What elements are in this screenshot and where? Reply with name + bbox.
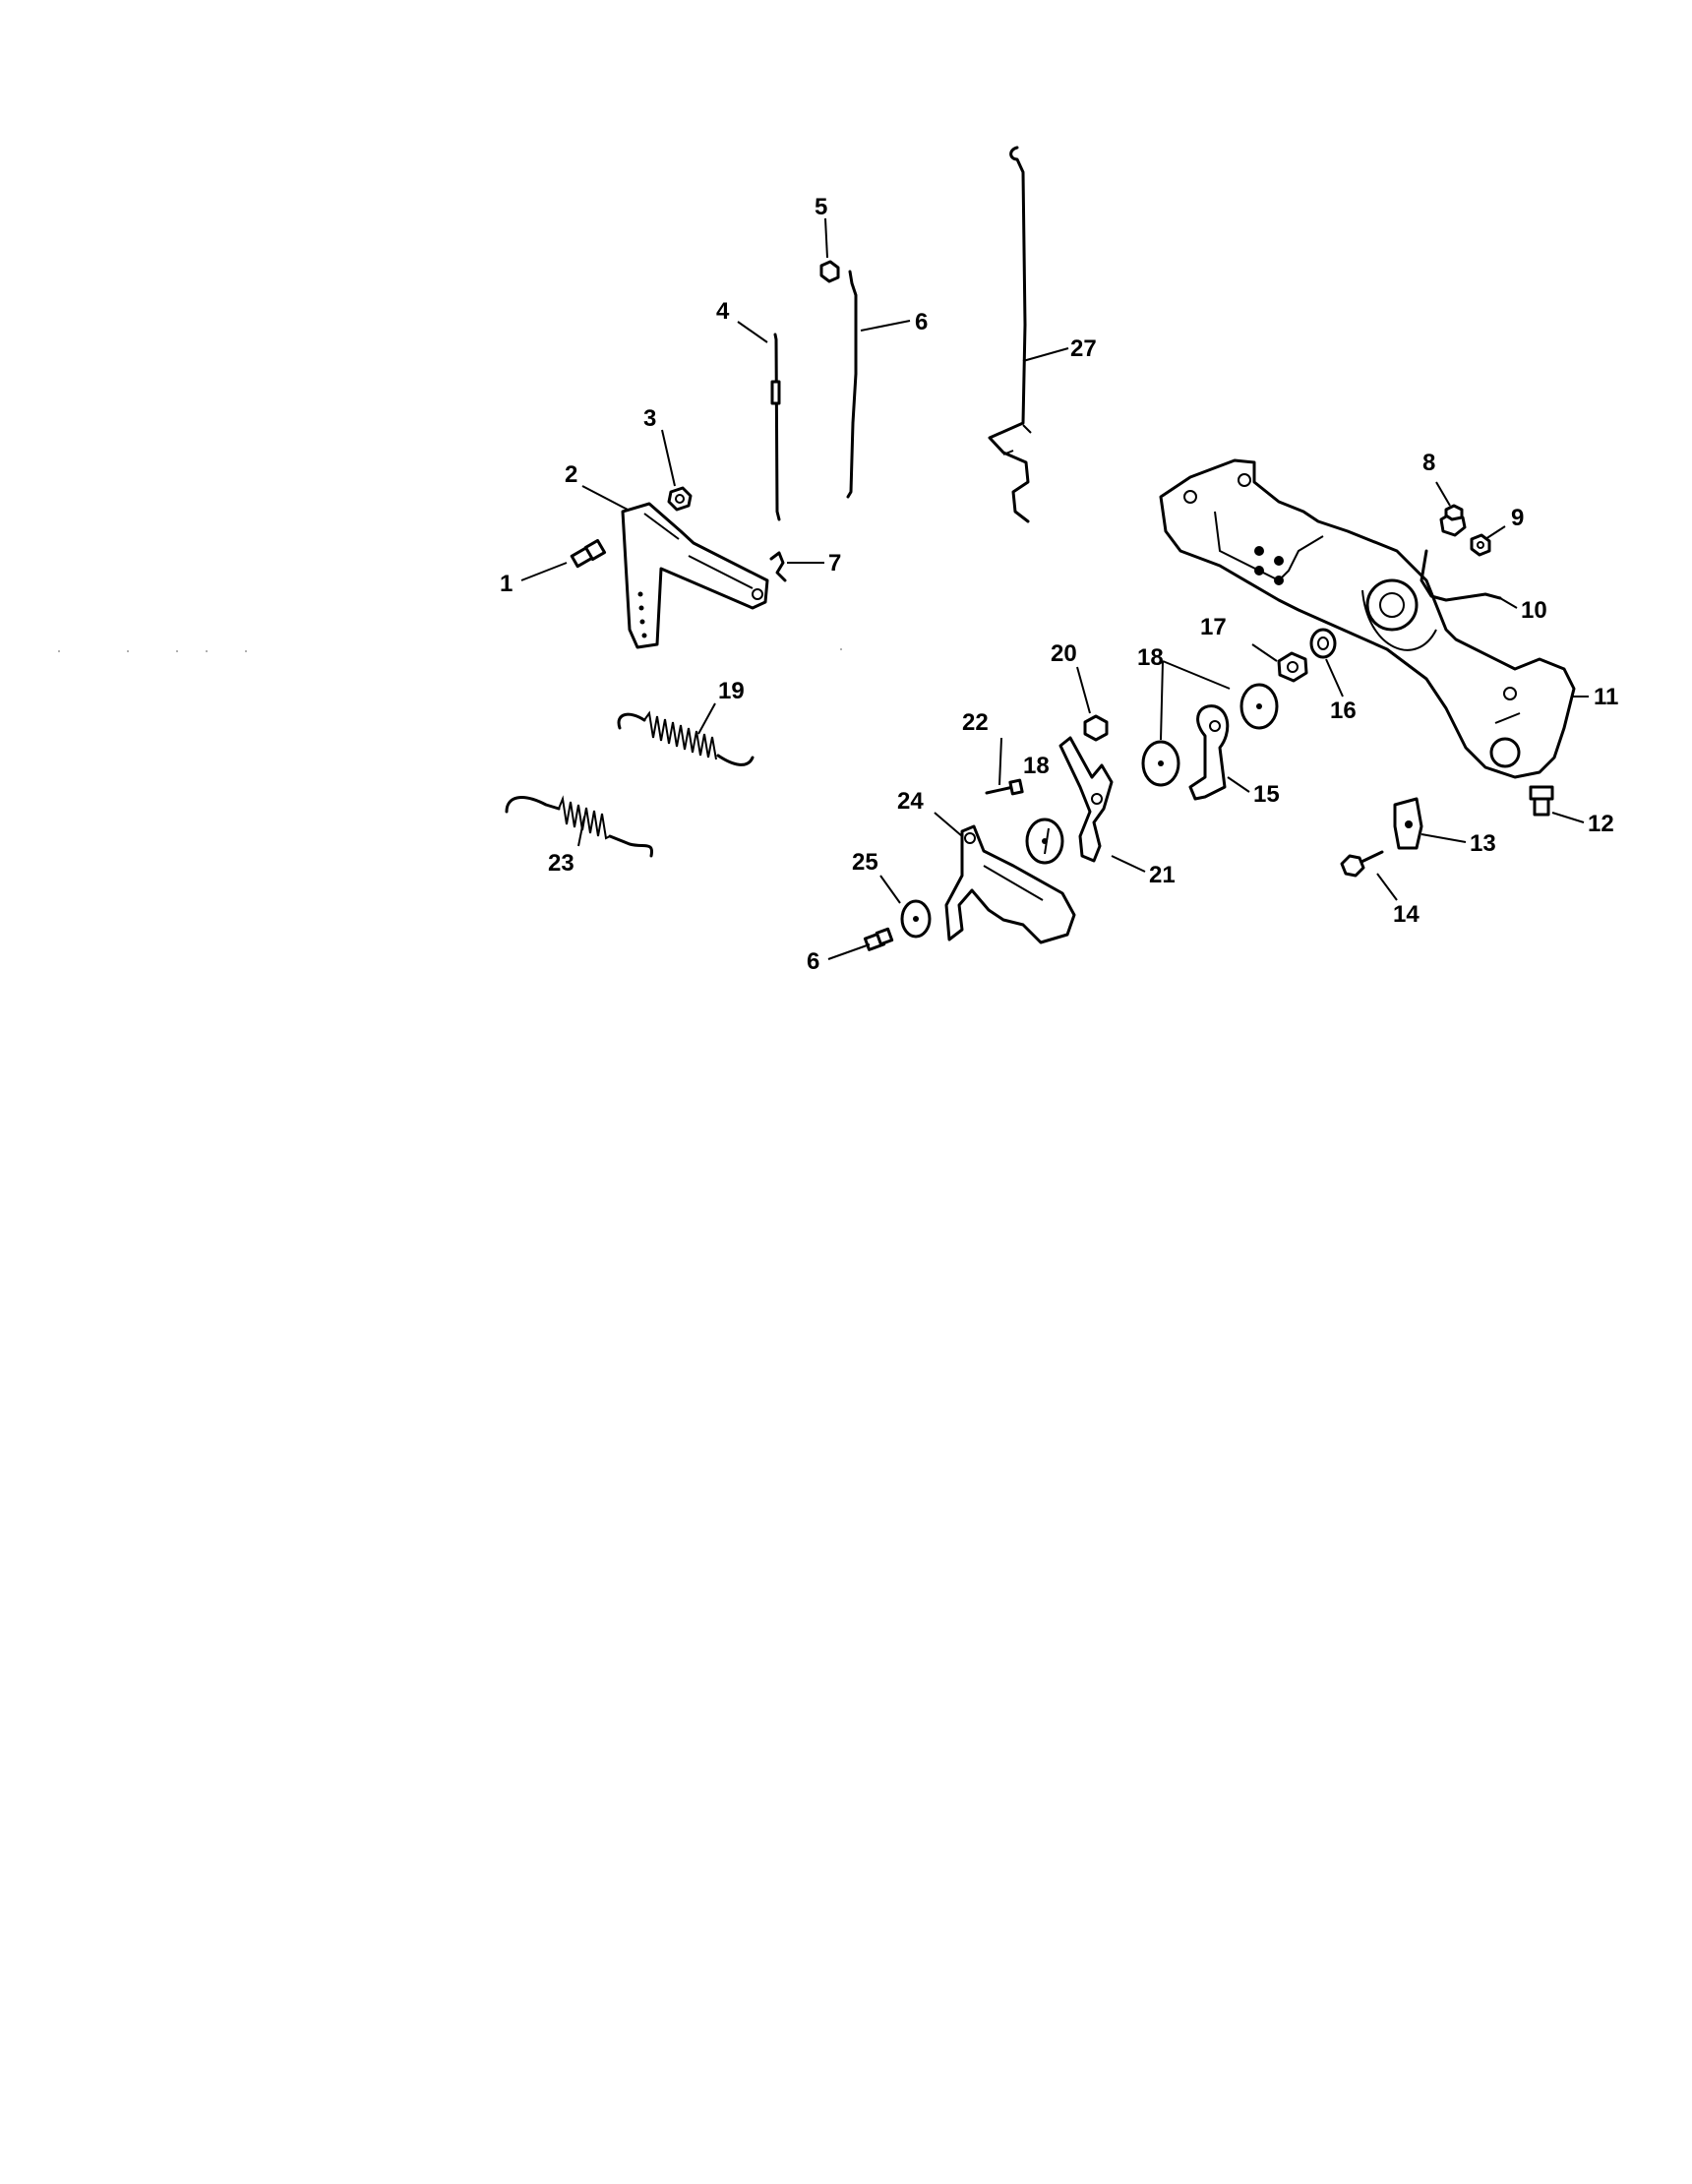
callout-24: 24 — [897, 788, 924, 815]
callout-7: 7 — [828, 550, 841, 576]
callout-17: 17 — [1200, 614, 1227, 640]
clip-part-13 — [1393, 797, 1423, 850]
callout-3: 3 — [643, 405, 656, 432]
callout-25: 25 — [852, 849, 878, 876]
nut-part-17 — [1277, 651, 1308, 683]
callout-23: 23 — [548, 850, 574, 877]
governor-rod-part-27 — [988, 146, 1032, 523]
leader-lines — [520, 217, 1589, 960]
screw-part-22 — [985, 778, 1024, 796]
callout-1: 1 — [500, 571, 513, 597]
washer-part-16 — [1309, 628, 1337, 659]
callout-20: 20 — [1051, 640, 1077, 667]
callout-6-lower: 6 — [807, 948, 819, 975]
lever-part-15 — [1188, 704, 1230, 801]
callout-22: 22 — [962, 709, 989, 736]
callout-labels: 1 2 3 4 5 6 27 7 8 9 10 11 12 13 14 15 1… — [500, 194, 1618, 975]
callout-14: 14 — [1393, 901, 1420, 928]
callout-8: 8 — [1422, 450, 1435, 476]
link-part-7 — [769, 551, 787, 582]
washer-part-18 — [1025, 683, 1279, 865]
callout-11: 11 — [1594, 684, 1618, 710]
callout-15: 15 — [1253, 781, 1280, 808]
rod-part-4 — [770, 333, 781, 521]
callout-10: 10 — [1521, 597, 1547, 624]
screw-part-14 — [1340, 850, 1384, 878]
nut-part-8 — [1439, 504, 1467, 537]
callout-5: 5 — [815, 194, 827, 220]
nut-part-3 — [667, 486, 693, 512]
lever-part-24 — [944, 824, 1076, 944]
callout-9: 9 — [1511, 505, 1524, 531]
callout-18-top: 18 — [1137, 644, 1164, 671]
callout-21: 21 — [1149, 862, 1176, 888]
washer-part-25 — [900, 899, 932, 939]
nut-part-9 — [1470, 533, 1491, 557]
callout-12: 12 — [1588, 811, 1614, 837]
callout-2: 2 — [565, 461, 577, 488]
mounting-bracket-part-2 — [621, 502, 769, 649]
callout-19: 19 — [718, 678, 745, 704]
callout-18-bottom: 18 — [1023, 753, 1050, 779]
callout-13: 13 — [1470, 830, 1496, 857]
callout-16: 16 — [1330, 698, 1357, 724]
spring-part-23 — [505, 795, 654, 858]
nut-part-20 — [1083, 714, 1109, 742]
lever-part-21 — [1058, 736, 1114, 863]
spring-part-19 — [617, 710, 755, 766]
control-bracket-part-11 — [1159, 458, 1576, 779]
screw-part-6-lower — [863, 927, 894, 951]
callout-6: 6 — [915, 309, 928, 335]
callout-27: 27 — [1070, 335, 1097, 362]
screw-part-1 — [570, 538, 607, 569]
scan-specks — [58, 648, 842, 652]
spring-part-10 — [1420, 549, 1502, 602]
nut-part-5 — [819, 260, 840, 283]
screw-part-12 — [1529, 785, 1554, 817]
callout-4: 4 — [716, 298, 730, 325]
rod-part-6 — [846, 270, 858, 499]
